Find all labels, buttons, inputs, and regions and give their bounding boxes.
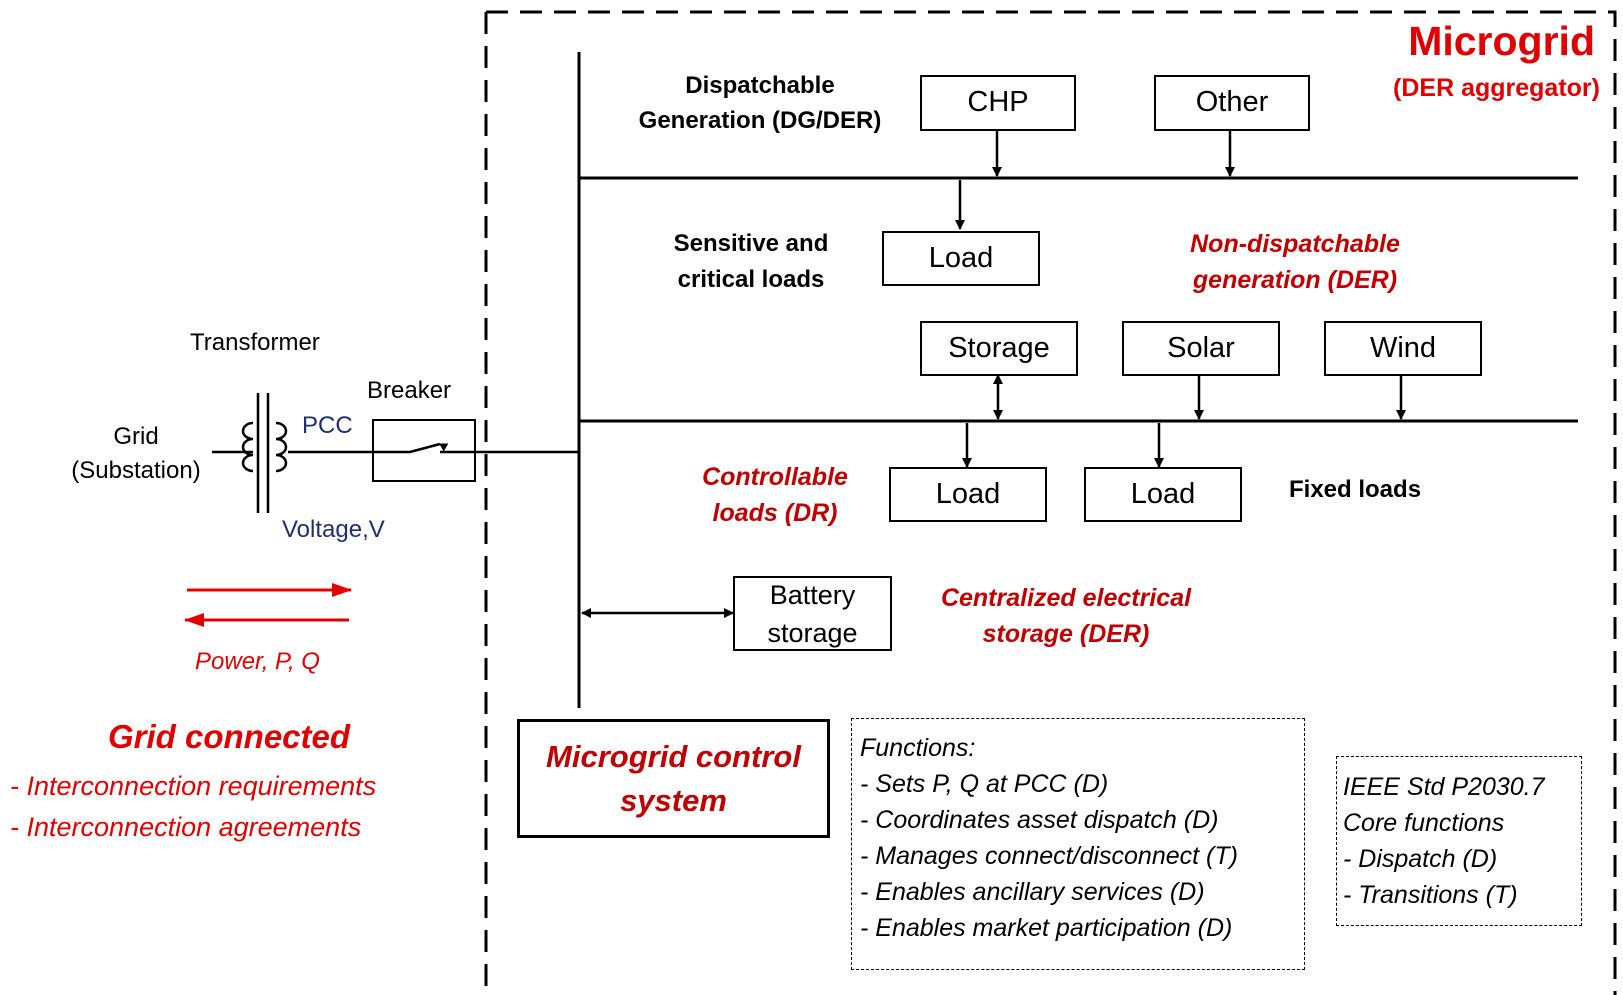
wind-box: Wind bbox=[1324, 321, 1482, 376]
centralized-storage-label: Centralized electrical storage (DER) bbox=[916, 580, 1216, 652]
breaker-switch bbox=[373, 442, 441, 454]
control-line1: Microgrid control bbox=[546, 738, 801, 774]
function-item: - Enables market participation (D) bbox=[860, 914, 1233, 942]
ieee-item: - Dispatch (D) bbox=[1343, 845, 1498, 873]
transformer-secondary-coil bbox=[275, 421, 288, 473]
functions-list: Functions: - Sets P, Q at PCC (D) - Coor… bbox=[860, 730, 1238, 946]
battery-line1: Battery bbox=[769, 579, 856, 610]
function-item: - Coordinates asset dispatch (D) bbox=[860, 806, 1219, 834]
non-dispatchable-line2: generation (DER) bbox=[1192, 266, 1398, 294]
controllable-load-box: Load bbox=[889, 467, 1047, 522]
microgrid-subtitle: (DER aggregator) bbox=[1393, 74, 1600, 102]
control-system-box: Microgrid control system bbox=[517, 719, 830, 838]
sensitive-load-box: Load bbox=[882, 231, 1040, 286]
voltage-label: Voltage,V bbox=[282, 516, 385, 543]
ieee-line1: IEEE Std P2030.7 bbox=[1343, 773, 1545, 801]
sensitive-label-line2: critical loads bbox=[677, 266, 825, 293]
centralized-line1: Centralized electrical bbox=[940, 584, 1192, 612]
storage-box: Storage bbox=[920, 321, 1078, 376]
grid-label-line2: (Substation) bbox=[71, 456, 201, 484]
transformer-label: Transformer bbox=[190, 329, 320, 356]
battery-storage-box: Battery storage bbox=[733, 576, 892, 651]
interconnection-list: - Interconnection requirements - Interco… bbox=[10, 766, 376, 848]
fixed-load-box: Load bbox=[1084, 467, 1242, 522]
dispatchable-label-line2: Generation (DG/DER) bbox=[638, 107, 882, 134]
power-label: Power, P, Q bbox=[195, 648, 320, 675]
requirement-item: - Interconnection agreements bbox=[10, 812, 362, 842]
non-dispatchable-label: Non-dispatchable generation (DER) bbox=[1150, 226, 1440, 298]
ieee-item: - Transitions (T) bbox=[1343, 881, 1518, 909]
function-item: - Sets P, Q at PCC (D) bbox=[860, 770, 1109, 798]
grid-label-line1: Grid bbox=[113, 423, 159, 450]
dispatchable-label: Dispatchable Generation (DG/DER) bbox=[610, 68, 910, 138]
solar-box: Solar bbox=[1122, 321, 1280, 376]
other-box: Other bbox=[1154, 75, 1310, 131]
ieee-box: IEEE Std P2030.7 Core functions - Dispat… bbox=[1336, 756, 1582, 926]
microgrid-boundary bbox=[484, 10, 1617, 995]
controllable-line1: Controllable bbox=[702, 463, 848, 491]
ieee-list: IEEE Std P2030.7 Core functions - Dispat… bbox=[1343, 769, 1545, 913]
functions-box: Functions: - Sets P, Q at PCC (D) - Coor… bbox=[851, 718, 1305, 970]
function-item: - Enables ancillary services (D) bbox=[860, 878, 1205, 906]
breaker-label: Breaker bbox=[367, 377, 452, 404]
dispatchable-label-line1: Dispatchable bbox=[685, 72, 835, 99]
functions-heading: Functions: bbox=[860, 734, 976, 762]
control-line2: system bbox=[620, 782, 727, 818]
ieee-line2: Core functions bbox=[1343, 809, 1505, 837]
controllable-line2: loads (DR) bbox=[712, 499, 838, 527]
sensitive-loads-label: Sensitive and critical loads bbox=[646, 226, 856, 298]
microgrid-title: Microgrid bbox=[1408, 18, 1595, 64]
chp-box: CHP bbox=[920, 75, 1076, 131]
transformer-primary-coil bbox=[241, 421, 254, 473]
grid-label: Grid (Substation) bbox=[56, 423, 216, 484]
function-item: - Manages connect/disconnect (T) bbox=[860, 842, 1238, 870]
battery-line2: storage bbox=[767, 617, 858, 648]
non-dispatchable-line1: Non-dispatchable bbox=[1190, 230, 1400, 258]
pcc-label: PCC bbox=[302, 412, 353, 439]
sensitive-label-line1: Sensitive and bbox=[673, 230, 829, 257]
centralized-line2: storage (DER) bbox=[982, 620, 1150, 648]
requirement-item: - Interconnection requirements bbox=[10, 771, 377, 801]
controllable-loads-label: Controllable loads (DR) bbox=[680, 459, 870, 531]
fixed-loads-label: Fixed loads bbox=[1289, 476, 1422, 503]
grid-connected-title: Grid connected bbox=[108, 718, 351, 755]
breaker-box bbox=[372, 419, 476, 482]
